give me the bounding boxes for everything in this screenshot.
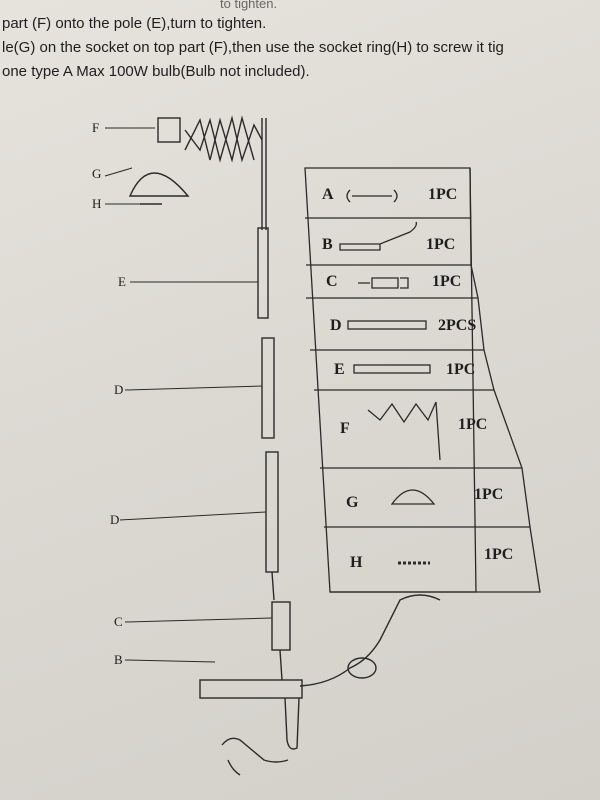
callout-c: C <box>114 614 123 629</box>
part-d-letter: D <box>330 317 342 334</box>
part-a-qty: 1PC <box>428 186 458 203</box>
callout-g: G <box>92 166 102 181</box>
wrench-icon <box>346 189 398 203</box>
callout-d-upper: D <box>114 382 124 397</box>
part-h-letter: H <box>350 554 363 571</box>
cut-off-line: to tighten. <box>220 0 278 11</box>
part-g-letter: G <box>346 494 359 511</box>
instruction-line-3: one type A Max 100W bulb(Bulb not includ… <box>2 63 310 80</box>
short-tube-icon <box>353 364 431 374</box>
part-c-letter: C <box>326 273 338 290</box>
part-b-qty: 1PC <box>426 236 456 253</box>
callout-b: B <box>114 652 123 667</box>
callout-e: E <box>118 274 126 289</box>
part-d-qty: 2PCS <box>438 317 477 334</box>
callout-f: F <box>92 120 100 135</box>
part-f-letter: F <box>340 420 350 437</box>
clamp-cord-icon <box>339 221 418 251</box>
callout-h: H <box>92 196 102 211</box>
part-e-qty: 1PC <box>446 361 476 378</box>
part-a-letter: A <box>322 186 334 203</box>
scissor-arm-icon <box>367 401 441 461</box>
part-h-qty: 1PC <box>484 546 514 563</box>
instruction-line-2: le(G) on the socket on top part (F),then… <box>2 39 504 56</box>
connector-icon <box>358 277 409 289</box>
part-c-qty: 1PC <box>432 273 462 290</box>
instruction-line-1: part (F) onto the pole (E),turn to tight… <box>2 15 267 32</box>
callout-d-lower: D <box>110 512 120 527</box>
part-b-letter: B <box>322 236 333 253</box>
lampshade-icon <box>390 489 436 505</box>
long-tube-icon <box>347 320 427 330</box>
part-f-qty: 1PC <box>458 416 488 433</box>
part-e-letter: E <box>334 361 345 378</box>
part-g-qty: 1PC <box>474 486 504 503</box>
